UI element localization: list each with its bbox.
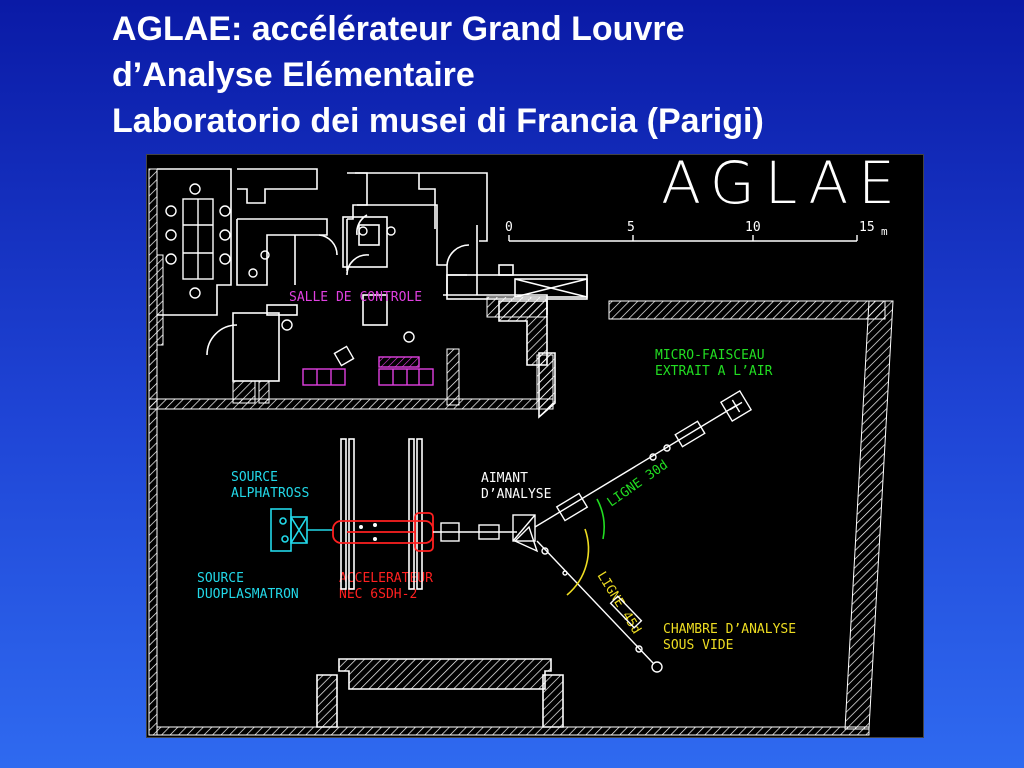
accelerator-label-2: NEC 6SDH-2 [339, 587, 417, 602]
meeting-table [165, 183, 415, 367]
room-partitions [157, 168, 548, 382]
title-line-1: AGLAE: accélérateur Grand Louvre [112, 10, 685, 48]
control-consoles [302, 356, 434, 386]
entrance-corridor [446, 264, 588, 419]
chamber-label-2: SOUS VIDE [663, 638, 733, 653]
scale-tick-5: 5 [627, 220, 635, 235]
microbeam-line [534, 389, 753, 528]
microbeam-label-1: MICRO-FAISCEAU [655, 348, 765, 363]
microbeam-label-2: EXTRAIT A L’AIR [655, 364, 773, 379]
chamber-line [536, 540, 663, 673]
line-30-arc [596, 498, 605, 540]
alphatross-source [270, 508, 333, 552]
magnet-label-2: D’ANALYSE [481, 487, 551, 502]
scale-tick-10: 10 [745, 220, 761, 235]
scale-bar [508, 235, 858, 242]
plan-heading: AGLAE [661, 155, 905, 217]
chamber-label-1: CHAMBRE D’ANALYSE [663, 622, 796, 637]
alphatross-label-1: SOURCE [231, 470, 278, 485]
scale-labels: 0 5 10 15 m [505, 220, 888, 238]
plan-labels: AGLAE SALLE DE CONTROLE MICRO-FAISCEAU E… [197, 155, 905, 653]
slide-title: AGLAE: accélérateur Grand Louvre d’Analy… [112, 6, 764, 144]
hall-east-wall [844, 300, 894, 730]
lab-north-jog [232, 380, 256, 404]
hall-north-wall [608, 300, 886, 320]
magnet-label-1: AIMANT [481, 471, 528, 486]
control-room-label: SALLE DE CONTROLE [289, 290, 422, 305]
accelerator-shielding [340, 438, 423, 590]
low-energy-beamline [433, 514, 539, 553]
scale-tick-15: 15 [859, 220, 875, 235]
lab-north-wall [148, 398, 554, 410]
title-line-2: d’Analyse Elémentaire [112, 56, 475, 94]
south-alcove [316, 658, 564, 728]
floor-plan-drawing: AGLAE SALLE DE CONTROLE MICRO-FAISCEAU E… [148, 155, 905, 736]
west-inner-wall [156, 254, 164, 346]
south-wall [156, 726, 870, 736]
lab-north-jog-2 [258, 380, 270, 404]
scale-unit: m [881, 225, 888, 238]
duoplasmatron-label-1: SOURCE [197, 571, 244, 586]
scale-tick-0: 0 [505, 220, 513, 235]
control-east-wall [446, 348, 460, 406]
alphatross-label-2: ALPHATROSS [231, 486, 309, 501]
accelerator-label-1: ACCELERATEUR [339, 571, 433, 586]
floor-plan: AGLAE SALLE DE CONTROLE MICRO-FAISCEAU E… [146, 154, 924, 738]
accelerator-tank [332, 512, 434, 552]
west-wall [148, 168, 158, 736]
title-line-3: Laboratorio dei musei di Francia (Parigi… [112, 102, 764, 140]
line-45-arc [566, 528, 590, 596]
duoplasmatron-label-2: DUOPLASMATRON [197, 587, 299, 602]
